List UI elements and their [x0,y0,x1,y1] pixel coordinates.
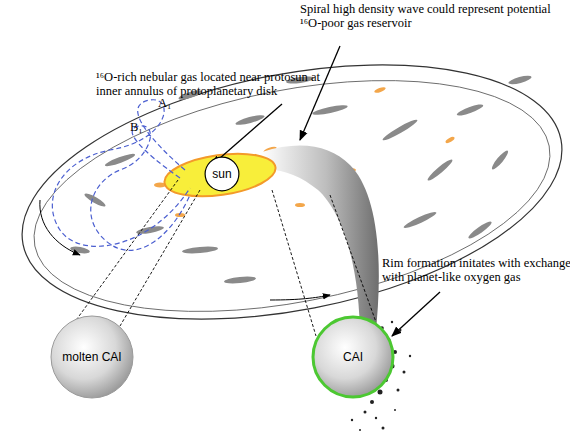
spiral-density-wave [262,146,379,340]
trajectory-b [91,126,190,250]
disk-outline [1,24,570,360]
node-label: sun [212,167,231,181]
node-text-area: sun [204,156,240,192]
callout-text: Rim formation initates with exchange wit… [382,256,570,284]
callout-arrow [300,46,340,140]
node-text-area: CAI [311,315,395,399]
node-label: CAI [343,350,363,364]
path-label: B₁ [130,120,150,134]
path-label: A₁ [158,96,178,110]
sun-circle: sun [204,156,240,192]
rotation-arrow [270,295,330,300]
callout-arrow [392,292,440,336]
rotation-arrow [40,200,80,255]
disk-inner-ring [15,42,570,350]
node-label: molten CAI [62,350,121,364]
trajectory-a [52,100,190,247]
callout-text: ¹⁶O-rich nebular gas located near protos… [96,70,336,98]
inner-annulus [162,147,278,202]
node-text-area: molten CAI [50,315,134,399]
callout-arrow [212,104,282,165]
rimmed-cai-circle: CAI [311,315,395,399]
callout-text: Spiral high density wave could represent… [300,2,562,30]
cai-circle: molten CAI [50,315,134,399]
